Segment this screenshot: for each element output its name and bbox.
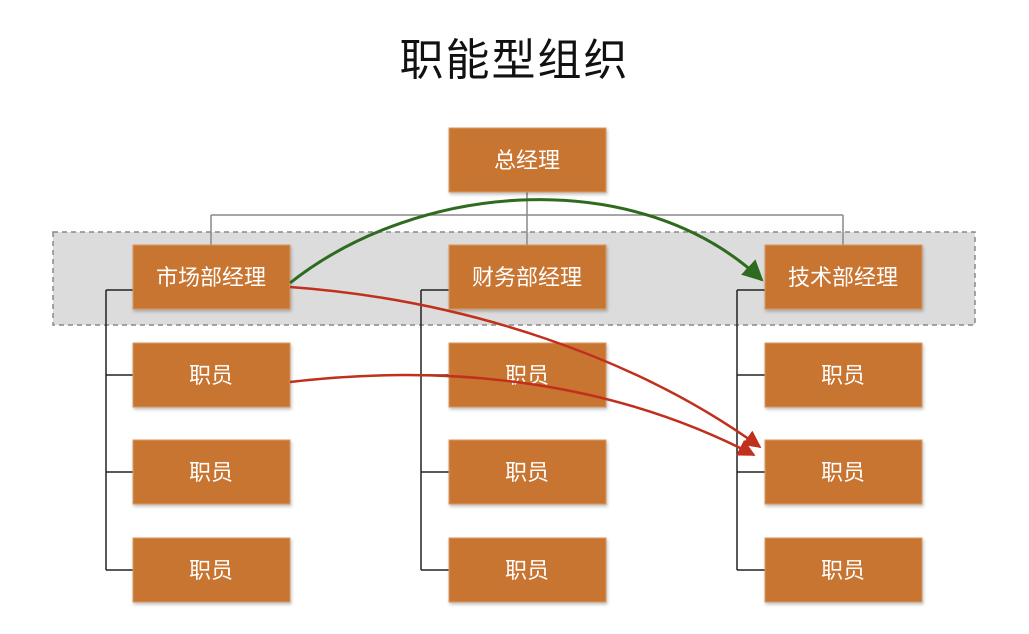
green-arrow [289,198,764,285]
manager-node-marketing: 市场部经理 [132,244,291,310]
staff-label: 职员 [505,559,549,584]
staff-node: 职员 [448,537,607,603]
red-arrow-staff-to-tech-staff [289,373,756,457]
staff-node: 职员 [132,342,291,408]
manager-node-tech: 技术部经理 [764,244,923,310]
staff-label: 职员 [821,364,865,389]
manager-label: 市场部经理 [156,266,266,291]
staff-label: 职员 [189,364,233,389]
manager-label: 技术部经理 [788,266,898,291]
staff-node: 职员 [764,537,923,603]
staff-node: 职员 [448,342,607,408]
staff-label: 职员 [189,461,233,486]
manager-label: 财务部经理 [472,266,582,291]
staff-node: 职员 [764,342,923,408]
department-tree-lines [105,289,765,571]
staff-label: 职员 [821,461,865,486]
ceo-label: 总经理 [494,149,560,174]
staff-label: 职员 [189,559,233,584]
ceo-node: 总经理 [448,127,607,193]
manager-node-finance: 财务部经理 [448,244,607,310]
staff-node: 职员 [448,439,607,505]
staff-node: 职员 [764,439,923,505]
red-arrow-manager-to-tech-staff [289,285,762,449]
staff-label: 职员 [821,559,865,584]
staff-node: 职员 [132,439,291,505]
staff-label: 职员 [505,461,549,486]
page-title: 职能型组织 [399,35,630,86]
staff-node: 职员 [132,537,291,603]
